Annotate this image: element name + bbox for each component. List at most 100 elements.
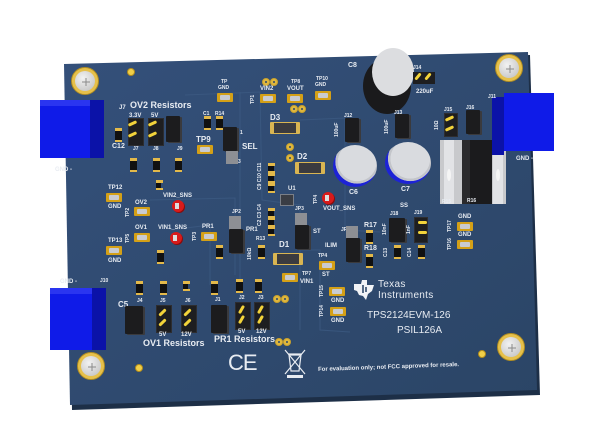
ic-u1 — [280, 194, 294, 206]
label-st: ST — [313, 229, 321, 235]
test-point-tp12[interactable] — [106, 193, 122, 202]
label-tp2: TP2 — [125, 207, 131, 217]
label-r13: R13 — [256, 236, 266, 242]
label-r14: R14 — [215, 111, 225, 117]
label-j14: J14 — [413, 65, 422, 71]
label-j7: J7 — [133, 146, 139, 152]
test-point-tp14[interactable] — [330, 307, 346, 316]
label-r18: R18 — [364, 245, 377, 252]
capacitor-c8 — [363, 48, 414, 114]
test-point-tp17[interactable] — [457, 222, 473, 231]
label-3v3: 3.3V — [129, 113, 142, 119]
label-j16: J16 — [466, 105, 475, 111]
test-point-vin1[interactable] — [282, 273, 298, 282]
label-j9: J9 — [177, 146, 183, 152]
label-d2: D2 — [297, 152, 308, 161]
label-j13: J13 — [394, 110, 403, 116]
label-tp4-red: TP4 — [313, 194, 319, 204]
resistor-r5 — [255, 279, 262, 293]
label-j15: J15 — [444, 107, 453, 113]
resistor-r6 — [236, 279, 243, 293]
label-tp17: TP17 — [447, 220, 453, 232]
test-point-ov1[interactable] — [134, 233, 150, 242]
test-point-vout[interactable] — [287, 94, 303, 103]
label-vout-sns: VOUT_SNS — [323, 206, 356, 212]
label-c6: C6 — [349, 189, 358, 196]
label-c8: C8 — [348, 62, 357, 69]
label-tp-gnd: GND — [218, 85, 230, 91]
label-ov2: OV2 — [135, 200, 148, 206]
terminal-block-j7 — [40, 100, 110, 160]
label-ilim: ILIM — [325, 243, 337, 249]
test-point-tp13[interactable] — [106, 246, 122, 255]
capacitor-c6 — [333, 145, 377, 187]
jumper-j12[interactable] — [345, 118, 359, 142]
test-point-vout-sns[interactable] — [322, 192, 334, 204]
label-jp3: JP3 — [295, 206, 304, 212]
mounting-screw-top-right — [495, 54, 523, 82]
label-tp12-gnd: GND — [108, 204, 122, 210]
via-bottom-left — [135, 364, 143, 372]
label-d1: D1 — [279, 240, 290, 249]
label-tp13-gnd: GND — [108, 258, 122, 264]
mounting-screw-top-left — [71, 67, 99, 95]
heatsink — [440, 140, 506, 204]
test-point-vin2-sns[interactable] — [172, 200, 184, 212]
label-10kohm: 10kΩ — [247, 247, 253, 260]
label-tp14-gnd: GND — [331, 318, 345, 324]
jumper-j13[interactable] — [395, 114, 409, 138]
label-j12: J12 — [344, 113, 353, 119]
jumper-j16[interactable] — [466, 110, 480, 134]
label-tp7: TP7 — [302, 271, 312, 277]
resistor-r11 — [157, 250, 164, 264]
jumper-jp4[interactable] — [346, 238, 360, 262]
label-tp1: TP1 — [250, 94, 256, 104]
label-r17: R17 — [364, 222, 377, 229]
jumper-jp2[interactable] — [229, 229, 243, 253]
label-c2-c4: C2 C3 C4 — [257, 204, 263, 226]
label-j2: J2 — [239, 295, 245, 301]
label-c5: C5 — [118, 300, 129, 309]
jumper-j1[interactable] — [211, 305, 227, 333]
label-tp8: TP8 — [291, 79, 301, 85]
label-ov1: OV1 — [135, 225, 148, 231]
label-vout: VOUT — [287, 86, 304, 92]
test-point-vin1-sns[interactable] — [170, 232, 182, 244]
ti-logo-instruments: Instruments — [378, 290, 434, 301]
jumper-j4[interactable] — [125, 306, 143, 334]
label-pr1-tp: PR1 — [202, 224, 214, 230]
ti-state-icon — [354, 280, 374, 300]
test-point-tp9[interactable] — [197, 145, 213, 154]
test-point-pr1[interactable] — [201, 232, 217, 241]
label-10nf: 10nF — [382, 223, 388, 235]
label-tp12: TP12 — [108, 185, 123, 191]
jumper-j9[interactable] — [166, 116, 180, 142]
test-point-ov2[interactable] — [134, 207, 150, 216]
label-tp9: TP9 — [196, 135, 211, 144]
board-part-number: TPS2124EVM-126 — [367, 310, 451, 321]
label-1nf: 1nF — [406, 225, 412, 234]
label-j2-5v: 5V — [238, 329, 246, 335]
label-j5: J5 — [160, 298, 166, 304]
jumper-jp3[interactable] — [295, 225, 309, 249]
ov1-resistors-title: OV1 Resistors — [143, 338, 205, 348]
label-pr1: PR1 — [246, 227, 258, 233]
jumper-jp1-sel[interactable] — [223, 127, 237, 151]
test-point-tp10-gnd[interactable] — [315, 91, 331, 100]
test-point-tp15[interactable] — [329, 287, 345, 296]
label-tp15: TP15 — [319, 285, 325, 297]
test-point-tp16[interactable] — [457, 240, 473, 249]
label-c13: C13 — [383, 247, 389, 257]
label-j10: J10 — [100, 278, 109, 284]
label-jp1-pin3: 3 — [238, 159, 241, 165]
label-tp10-gnd: GND — [315, 82, 327, 88]
resistor-r10 — [183, 281, 190, 291]
label-r15: R15 — [442, 199, 452, 205]
label-c1: C1 — [203, 111, 210, 117]
test-point-vin2[interactable] — [260, 94, 276, 103]
test-point-st[interactable] — [319, 261, 335, 270]
label-jp2: JP2 — [232, 209, 241, 215]
test-point-gnd-top[interactable] — [217, 93, 233, 102]
jumper-j18[interactable] — [389, 218, 405, 242]
label-tp17-gnd: GND — [458, 214, 472, 220]
